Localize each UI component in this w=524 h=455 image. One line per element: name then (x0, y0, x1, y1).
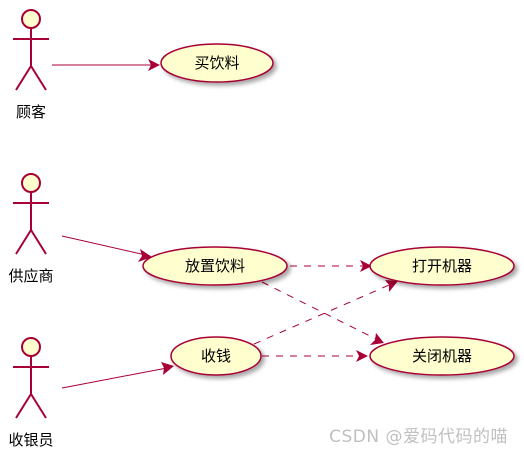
arrowhead (360, 260, 372, 272)
use-case-label: 关闭机器 (412, 347, 472, 365)
actor-left-leg (15, 65, 32, 91)
relation-collect-money-open-machine (253, 281, 397, 345)
actor-label: 收银员 (8, 431, 53, 449)
arrowhead (385, 280, 398, 292)
use-case-label: 打开机器 (412, 257, 472, 275)
watermark-text: CSDN @爱码代码的喵 (329, 427, 508, 447)
use-case-collect-money[interactable]: 收钱 (170, 336, 262, 376)
arrowhead (370, 333, 384, 345)
actor-left-leg (15, 393, 32, 419)
relations (52, 59, 398, 389)
use-case-label: 买饮料 (194, 54, 239, 72)
use-case-label: 收钱 (201, 347, 231, 365)
actor-head (21, 9, 41, 29)
use-case-ellipse (160, 43, 274, 83)
use-case-ellipse (369, 246, 515, 286)
actor-cashier[interactable]: 收银员 (8, 337, 54, 449)
actor-right-leg (30, 229, 47, 255)
actor-left-leg (15, 229, 32, 255)
relation-supplier-place-drink (61, 235, 151, 257)
arrowhead (148, 59, 160, 71)
use-case-ellipse (170, 336, 262, 376)
actor-customer[interactable]: 顾客 (13, 9, 49, 121)
use-case-label: 放置饮料 (185, 257, 245, 275)
arrowhead (356, 350, 368, 362)
arrowhead (138, 249, 152, 262)
use-case-open-machine[interactable]: 打开机器 (369, 246, 515, 286)
actor-right-leg (30, 65, 47, 91)
use-case-place-drink[interactable]: 放置饮料 (142, 246, 288, 286)
use-case-ellipse (142, 246, 288, 286)
arrowhead (161, 362, 174, 375)
relation-cashier-collect-money (61, 366, 173, 389)
actor-label: 供应商 (8, 267, 53, 285)
actor-head (21, 337, 41, 357)
use-case-close-machine[interactable]: 关闭机器 (369, 336, 515, 376)
actor-supplier[interactable]: 供应商 (8, 173, 54, 285)
actor-head (21, 173, 41, 193)
use-case-ellipse (369, 336, 515, 376)
actor-right-leg (30, 393, 47, 419)
use-case-buy-drink[interactable]: 买饮料 (160, 43, 274, 83)
actor-label: 顾客 (16, 103, 46, 121)
